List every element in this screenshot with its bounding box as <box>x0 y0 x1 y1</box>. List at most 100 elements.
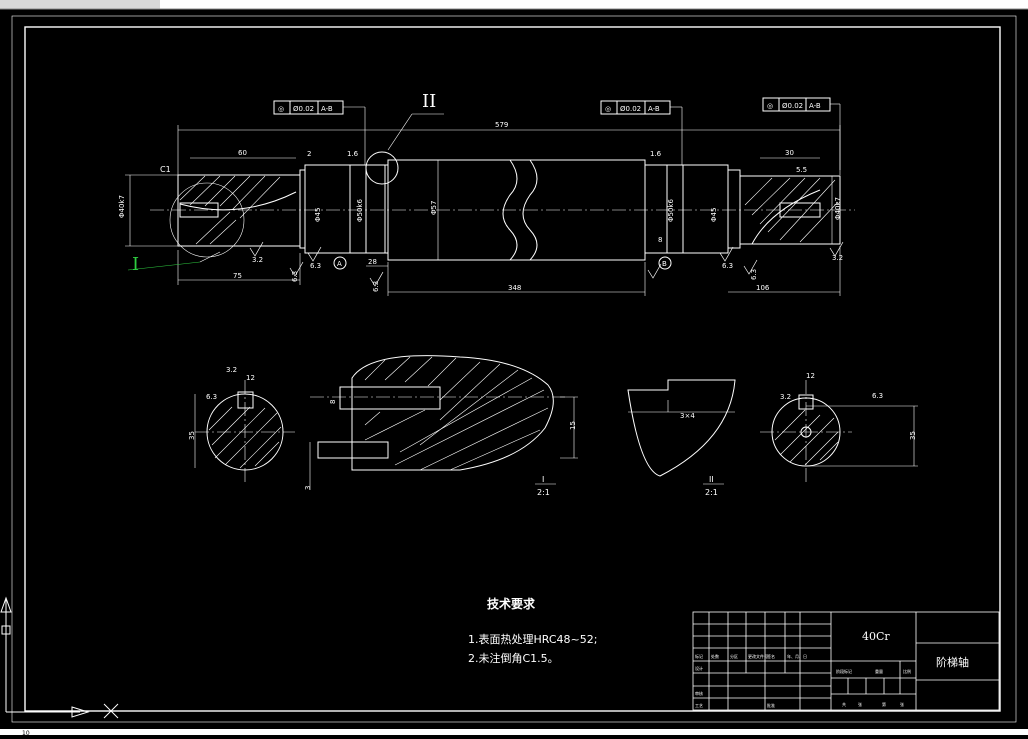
shaft-main-view <box>150 151 855 261</box>
dia-text: Φ45 <box>314 208 322 222</box>
svg-text:Ø0.02: Ø0.02 <box>782 102 803 110</box>
detail-ii-label: II <box>709 475 714 484</box>
svg-text:◎: ◎ <box>278 105 284 113</box>
part-name: 阶梯轴 <box>936 655 969 669</box>
material-label: 40Cr <box>862 630 890 643</box>
roughness-value: 6.3 <box>291 271 299 282</box>
requirements-heading: 技术要求 <box>487 596 536 611</box>
window-top-strip <box>0 0 1028 9</box>
svg-text:阶段标记: 阶段标记 <box>836 668 852 674</box>
dim-text: 1.6 <box>347 150 359 158</box>
dim-text: 3 <box>304 486 312 490</box>
tolerance-frame: ◎ Ø0.02 A-B <box>600 100 671 115</box>
dim-text: 1.6 <box>650 150 662 158</box>
dia-text: Φ50k6 <box>667 199 675 222</box>
svg-text:共: 共 <box>842 701 846 707</box>
break-line-left <box>502 159 518 261</box>
svg-text:分区: 分区 <box>730 653 738 659</box>
dim-text: 30 <box>785 149 794 157</box>
title-block <box>692 611 1000 711</box>
dim-text: 106 <box>756 284 770 292</box>
requirement-item: 1.表面热处理HRC48~52; <box>468 632 597 646</box>
datum-a-marker <box>333 256 347 270</box>
dim-text: 35 <box>188 431 196 440</box>
svg-text:处数: 处数 <box>711 653 719 659</box>
section-view-left <box>194 380 295 482</box>
detail-ii-circle <box>365 151 399 185</box>
dia-text: Φ50k6 <box>356 199 364 222</box>
svg-text:A-B: A-B <box>648 105 660 113</box>
window-tab[interactable] <box>0 0 160 9</box>
svg-text:张: 张 <box>858 701 862 707</box>
title-block-labels: 标记 处数 分区 更改文件号 签名 年、月、日 设计 审核 工艺 批准 阶段标记… <box>695 653 911 708</box>
break-line-right <box>522 159 538 261</box>
dim-text: 8 <box>329 400 337 404</box>
dia-text: Φ57 <box>430 201 438 215</box>
svg-text:比例: 比例 <box>903 668 911 674</box>
detail-i-circle <box>169 182 245 258</box>
coordinate-readout: 10 <box>22 730 30 735</box>
dim-text: 75 <box>233 272 242 280</box>
roughness-value: 6.3 <box>310 262 321 270</box>
dim-text: 35 <box>909 431 917 440</box>
svg-text:重量: 重量 <box>875 668 883 674</box>
dim-text: 6.3 <box>872 392 883 400</box>
detail-ii-scale: 2:1 <box>705 488 718 497</box>
svg-text:审核: 审核 <box>695 690 703 696</box>
dim-text: 12 <box>246 374 255 382</box>
detail-i-view <box>309 355 578 490</box>
status-strip <box>0 729 1028 735</box>
dimension-lines <box>125 103 841 296</box>
dim-text: 60 <box>238 149 247 157</box>
datum-b-label: B <box>662 260 667 268</box>
svg-text:◎: ◎ <box>767 102 773 110</box>
dim-text: 2 <box>307 150 311 158</box>
dim-text: 12 <box>806 372 815 380</box>
dim-text: 15 <box>569 421 577 430</box>
roughness-value: 6.3 <box>722 262 733 270</box>
dim-text: 28 <box>368 258 377 266</box>
roughness-value: 3.2 <box>252 256 263 264</box>
svg-text:Ø0.02: Ø0.02 <box>620 105 641 113</box>
svg-text:批准: 批准 <box>767 702 775 708</box>
tolerance-frame: ◎ Ø0.02 A-B <box>273 100 344 115</box>
svg-text:签名: 签名 <box>767 653 775 659</box>
detail-i-label: I <box>542 475 544 484</box>
roughness-value: 3.2 <box>832 254 843 262</box>
svg-text:A-B: A-B <box>321 105 333 113</box>
svg-text:更改文件号: 更改文件号 <box>748 653 768 659</box>
dim-text: 3×4 <box>680 412 695 420</box>
sheet-outer-border <box>11 15 1017 723</box>
dim-text: 5.5 <box>796 166 807 174</box>
dia-text: Φ40k7 <box>834 197 842 220</box>
svg-text:第: 第 <box>882 701 886 707</box>
dim-text: 6.3 <box>206 393 217 401</box>
datum-a-label: A <box>337 260 342 268</box>
dim-text: 3.2 <box>780 393 791 401</box>
requirement-item: 2.未注倒角C1.5。 <box>468 651 559 665</box>
svg-text:Ø0.02: Ø0.02 <box>293 105 314 113</box>
roughness-value: 6.3 <box>372 281 380 292</box>
svg-text:A-B: A-B <box>809 102 821 110</box>
datum-b-marker <box>658 256 672 270</box>
svg-text:年、月、日: 年、月、日 <box>787 653 807 659</box>
dim-overall: 579 <box>495 121 508 129</box>
dim-text: 3.2 <box>226 366 237 374</box>
svg-text:◎: ◎ <box>605 105 611 113</box>
dim-text: 8 <box>658 236 662 244</box>
roughness-symbols <box>249 241 844 287</box>
tolerance-frame: ◎ Ø0.02 A-B <box>762 97 831 112</box>
section-view-right <box>760 380 918 482</box>
detail-i-scale: 2:1 <box>537 488 550 497</box>
svg-text:张: 张 <box>900 701 904 707</box>
detail-ii-view <box>627 379 736 477</box>
sheet-inner-border <box>24 26 1001 712</box>
ucs-icon <box>0 596 119 719</box>
svg-text:工艺: 工艺 <box>695 703 703 708</box>
dia-text: Φ40k7 <box>118 195 126 218</box>
dia-text: Φ45 <box>710 208 718 222</box>
svg-text:设计: 设计 <box>695 665 703 671</box>
chamfer-label: C1 <box>160 165 171 174</box>
